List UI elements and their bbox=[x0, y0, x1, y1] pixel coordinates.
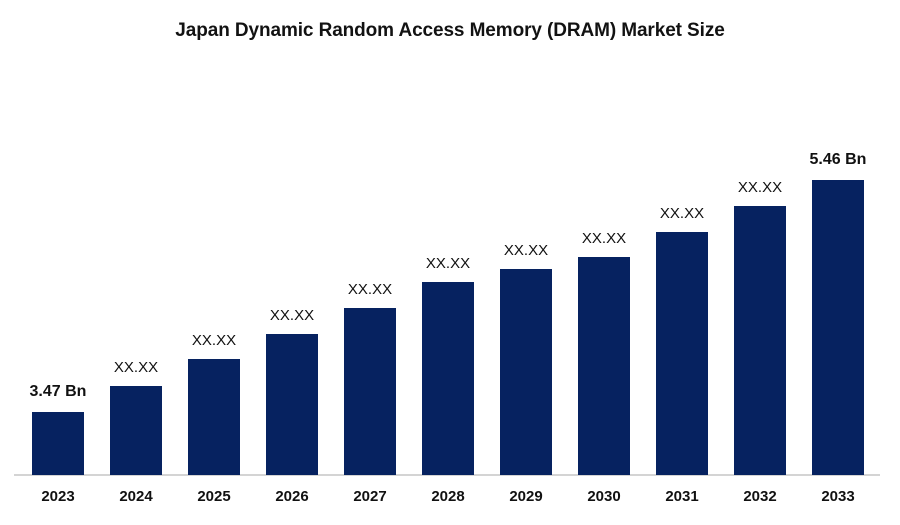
bar-group: XX.XX 2025 bbox=[188, 0, 240, 525]
x-axis-tick-label: 2026 bbox=[275, 488, 309, 505]
bar-value-label: XX.XX bbox=[425, 255, 471, 272]
x-axis-tick-label: 2033 bbox=[821, 488, 855, 505]
x-axis-tick-label: 2023 bbox=[41, 488, 75, 505]
x-axis-tick-label: 2031 bbox=[665, 488, 699, 505]
bar-value-label: XX.XX bbox=[113, 359, 159, 376]
bar[interactable] bbox=[734, 206, 786, 475]
bar-value-label: XX.XX bbox=[347, 281, 393, 298]
bar-group: XX.XX 2028 bbox=[422, 0, 474, 525]
bar-value-label: XX.XX bbox=[191, 332, 237, 349]
bar[interactable] bbox=[656, 232, 708, 475]
bar-group: XX.XX 2030 bbox=[578, 0, 630, 525]
bar-group: XX.XX 2027 bbox=[344, 0, 396, 525]
bar-group: XX.XX 2032 bbox=[734, 0, 786, 525]
bar[interactable] bbox=[422, 282, 474, 475]
x-axis-tick-label: 2029 bbox=[509, 488, 543, 505]
x-axis-tick-label: 2028 bbox=[431, 488, 465, 505]
bar-group: 3.47 Bn 2023 bbox=[30, 0, 87, 525]
bar[interactable] bbox=[32, 412, 84, 475]
bar[interactable] bbox=[110, 386, 162, 475]
x-axis-tick-label: 2030 bbox=[587, 488, 621, 505]
bar[interactable] bbox=[812, 180, 864, 475]
bar-value-label: 5.46 Bn bbox=[809, 151, 867, 168]
bar-value-label: XX.XX bbox=[659, 205, 705, 222]
bar-value-label: XX.XX bbox=[503, 242, 549, 259]
bar[interactable] bbox=[578, 257, 630, 475]
bar-group: XX.XX 2031 bbox=[656, 0, 708, 525]
bar-value-label: XX.XX bbox=[737, 179, 783, 196]
bar[interactable] bbox=[188, 359, 240, 475]
bar-group: 5.46 Bn 2033 bbox=[810, 0, 867, 525]
bar[interactable] bbox=[266, 334, 318, 475]
x-axis-tick-label: 2024 bbox=[119, 488, 153, 505]
bar[interactable] bbox=[344, 308, 396, 475]
bar-value-label: 3.47 Bn bbox=[29, 383, 87, 400]
bar-value-label: XX.XX bbox=[581, 230, 627, 247]
x-axis-tick-label: 2032 bbox=[743, 488, 777, 505]
bar-value-label: XX.XX bbox=[269, 307, 315, 324]
bar-group: XX.XX 2026 bbox=[266, 0, 318, 525]
chart-title: Japan Dynamic Random Access Memory (DRAM… bbox=[175, 20, 725, 41]
x-axis-tick-label: 2025 bbox=[197, 488, 231, 505]
bar[interactable] bbox=[500, 269, 552, 475]
x-axis-tick-label: 2027 bbox=[353, 488, 387, 505]
bar-group: XX.XX 2024 bbox=[110, 0, 162, 525]
x-axis-line bbox=[14, 474, 880, 476]
bar-group: XX.XX 2029 bbox=[500, 0, 552, 525]
